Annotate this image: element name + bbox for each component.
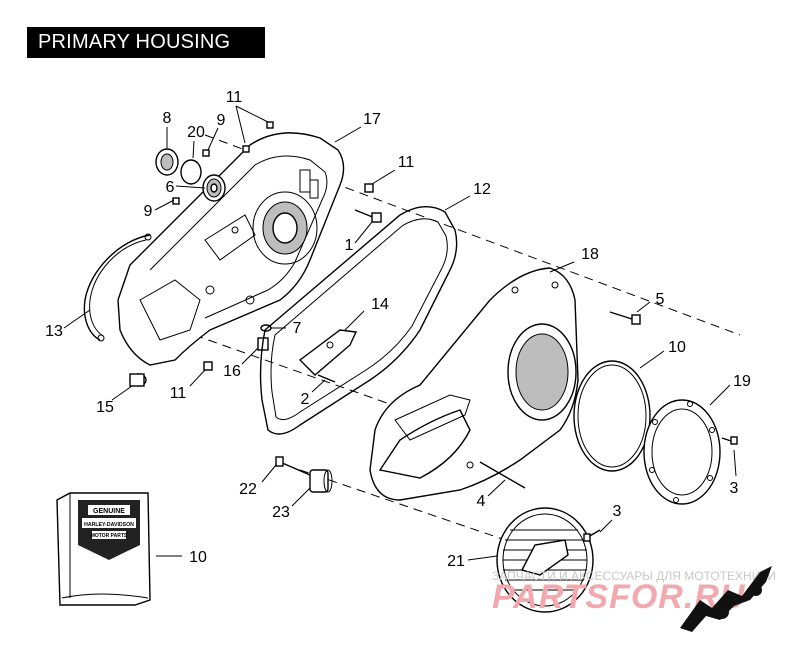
part-12-gasket bbox=[259, 206, 458, 435]
callout-3: 3 bbox=[613, 503, 622, 520]
callout-19: 19 bbox=[733, 373, 751, 390]
harley-davidson-emblem: GENUINE HARLEY-DAVIDSON MOTOR PARTS bbox=[78, 500, 140, 560]
watermark: ЗАПЧАСТИ И АКСЕССУАРЫ ДЛЯ МОТОТЕХНИКИ PA… bbox=[492, 566, 776, 632]
svg-text:MOTOR PARTS: MOTOR PARTS bbox=[91, 533, 128, 539]
callout-17: 17 bbox=[363, 111, 381, 128]
callout-23: 23 bbox=[272, 504, 290, 521]
part-3-screw-a bbox=[721, 436, 738, 445]
page-title: PRIMARY HOUSING bbox=[27, 27, 265, 58]
leader-lines bbox=[63, 105, 737, 561]
part-6-bearing bbox=[202, 174, 226, 202]
callout-10: 10 bbox=[668, 339, 686, 356]
callout-9: 9 bbox=[217, 112, 226, 129]
callout-1: 1 bbox=[345, 237, 354, 254]
part-17-inner-primary-housing bbox=[117, 132, 345, 366]
callout-11: 11 bbox=[226, 89, 243, 106]
part-10-o-ring bbox=[573, 360, 651, 472]
part-13-gasket bbox=[83, 233, 152, 342]
part-5-bolt bbox=[609, 311, 641, 325]
svg-text:ЗАПЧАСТИ И АКСЕССУАРЫ ДЛЯ МОТО: ЗАПЧАСТИ И АКСЕССУАРЫ ДЛЯ МОТОТЕХНИКИ bbox=[492, 569, 776, 583]
callout-9: 9 bbox=[144, 203, 153, 220]
callout-8: 8 bbox=[163, 110, 172, 127]
part-19-cover-plate bbox=[643, 399, 721, 505]
part-20-retaining-ring bbox=[180, 159, 202, 185]
callout-11: 11 bbox=[170, 385, 187, 402]
callout-11: 11 bbox=[398, 154, 415, 171]
callout-12: 12 bbox=[473, 181, 491, 198]
part-23-spacer bbox=[309, 469, 333, 493]
callout-20: 20 bbox=[187, 124, 205, 141]
part-21-derby-cover bbox=[496, 507, 594, 613]
callout-labels: 8 20 9 11 17 6 9 11 12 1 18 13 14 5 7 16… bbox=[45, 89, 751, 570]
callout-4: 4 bbox=[477, 493, 486, 510]
part-22-stud bbox=[275, 456, 311, 476]
part-8-seal bbox=[155, 148, 179, 176]
part-1-bolt bbox=[354, 209, 382, 223]
callout-14: 14 bbox=[371, 296, 389, 313]
callout-6: 6 bbox=[166, 179, 175, 196]
part-3-screw-b bbox=[583, 529, 601, 542]
callout-21: 21 bbox=[447, 553, 465, 570]
callout-16: 16 bbox=[223, 363, 241, 380]
part-15-dowel bbox=[129, 373, 147, 387]
callout-7: 7 bbox=[293, 320, 302, 337]
callout-22: 22 bbox=[239, 481, 257, 498]
callout-13: 13 bbox=[45, 323, 63, 340]
callout-10: 10 bbox=[189, 549, 207, 566]
callout-2: 2 bbox=[301, 391, 310, 408]
dowel-pins bbox=[172, 121, 374, 371]
callout-5: 5 bbox=[656, 291, 665, 308]
part-2-bolt bbox=[317, 374, 336, 383]
part-18-outer-primary-cover bbox=[369, 267, 579, 501]
svg-text:HARLEY-DAVIDSON: HARLEY-DAVIDSON bbox=[84, 522, 134, 528]
callout-15: 15 bbox=[96, 399, 114, 416]
part-14-bracket bbox=[298, 329, 358, 376]
svg-text:GENUINE: GENUINE bbox=[93, 508, 125, 515]
part-4-bolt bbox=[479, 461, 526, 489]
callout-18: 18 bbox=[581, 246, 599, 263]
callout-3: 3 bbox=[730, 480, 739, 497]
site-logo-icon bbox=[680, 566, 772, 632]
part-10-parts-box: GENUINE HARLEY-DAVIDSON MOTOR PARTS bbox=[56, 492, 151, 606]
